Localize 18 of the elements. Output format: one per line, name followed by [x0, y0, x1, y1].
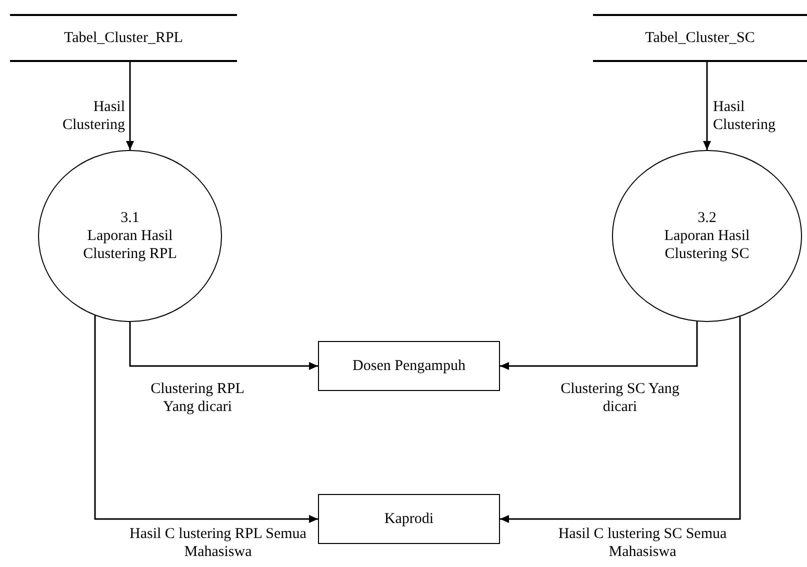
arrow	[129, 322, 318, 370]
entity-box	[318, 341, 500, 391]
node-label: Kaprodi	[384, 510, 434, 528]
data-store	[593, 14, 807, 62]
data-store	[10, 14, 237, 62]
arrow	[94, 316, 318, 523]
arrow	[703, 62, 711, 150]
arrow	[126, 62, 134, 150]
arrow	[500, 316, 741, 523]
node-label: Laporan Hasil Clustering RPL	[82, 227, 178, 263]
node-label: Tabel_Cluster_RPL	[64, 30, 183, 46]
process-number: 3.2	[698, 209, 716, 227]
node-label: Laporan Hasil Clustering SC	[663, 227, 751, 263]
node-label: Dosen Pengampuh	[352, 358, 466, 374]
process-number: 3.1	[120, 209, 140, 227]
arrow	[500, 322, 698, 370]
node-label: Tabel_Cluster_SC	[645, 30, 755, 46]
entity-box	[318, 494, 500, 544]
